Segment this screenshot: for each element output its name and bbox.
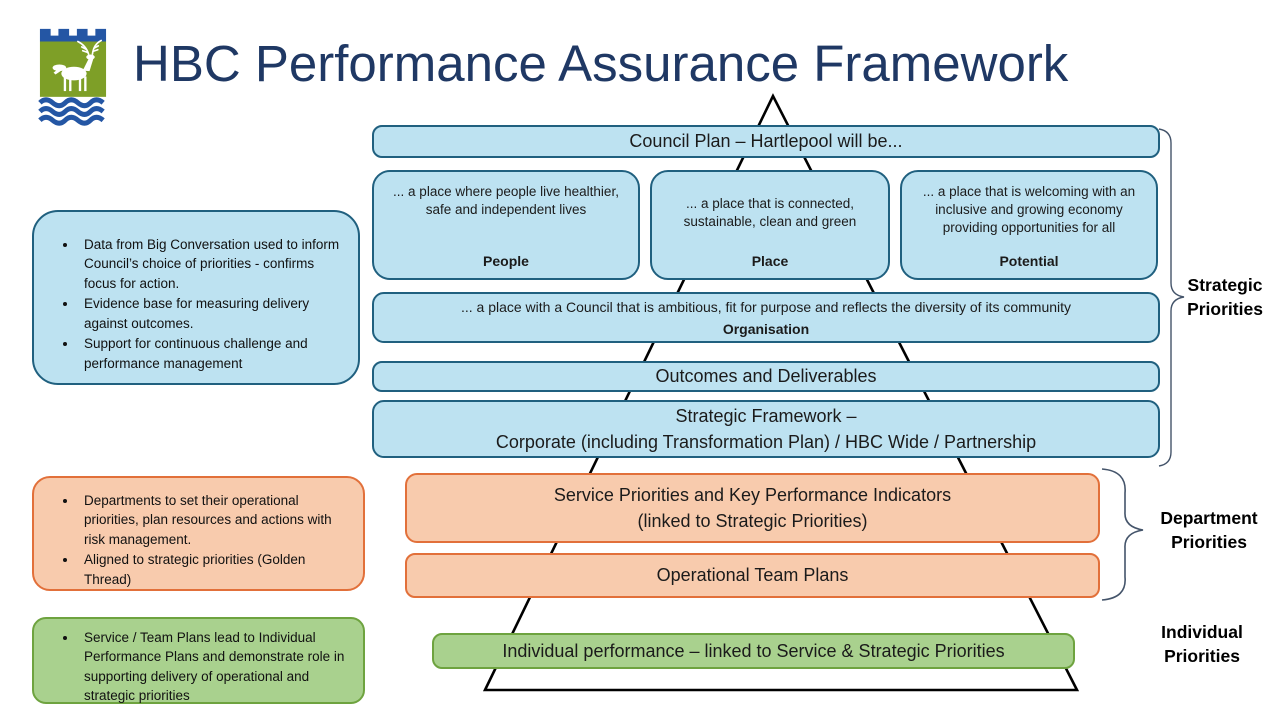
individual-performance-text: Individual performance – linked to Servi… xyxy=(502,640,1005,661)
service-priorities-line2: (linked to Strategic Priorities) xyxy=(637,511,868,531)
department-callout-bullet: Aligned to strategic priorities (Golden … xyxy=(78,550,347,589)
place-pillar-box: ... a place that is connected, sustainab… xyxy=(650,170,890,280)
council-plan-box: Council Plan – Hartlepool will be... xyxy=(372,125,1160,158)
strategic-framework-box: Strategic Framework – Corporate (includi… xyxy=(372,400,1160,458)
organisation-label: Organisation xyxy=(722,321,810,338)
department-priorities-label: Department Priorities xyxy=(1160,508,1258,552)
department-callout-list: Departments to set their operational pri… xyxy=(48,491,353,589)
crest-waves-icon xyxy=(38,96,107,126)
council-plan-text: Council Plan – Hartlepool will be... xyxy=(629,131,903,152)
organisation-text: ... a place with a Council that is ambit… xyxy=(460,298,1072,315)
strategic-callout: Data from Big Conversation used to infor… xyxy=(32,210,360,385)
strategic-priorities-label: Strategic Priorities xyxy=(1187,275,1263,319)
potential-pillar-text: ... a place that is welcoming with an in… xyxy=(922,184,1136,236)
strategic-callout-list: Data from Big Conversation used to infor… xyxy=(48,235,348,373)
strategic-callout-bullet: Evidence base for measuring delivery aga… xyxy=(78,294,342,333)
individual-callout-list: Service / Team Plans lead to Individual … xyxy=(48,628,355,706)
individual-priorities-label: Individual Priorities xyxy=(1161,622,1243,666)
people-pillar-box: ... a place where people live healthier,… xyxy=(372,170,640,280)
strategic-framework-line1: Strategic Framework – xyxy=(675,405,857,426)
department-callout-bullet: Departments to set their operational pri… xyxy=(78,491,347,549)
potential-pillar-box: ... a place that is welcoming with an in… xyxy=(900,170,1158,280)
place-pillar-text: ... a place that is connected, sustainab… xyxy=(683,196,857,230)
service-priorities-line1: Service Priorities and Key Performance I… xyxy=(553,484,952,505)
stag-icon xyxy=(52,39,103,92)
individual-performance-box: Individual performance – linked to Servi… xyxy=(432,633,1075,669)
strategic-brace-icon xyxy=(1158,128,1185,467)
people-pillar-text: ... a place where people live healthier,… xyxy=(393,184,619,218)
potential-pillar-label: Potential xyxy=(999,253,1059,269)
crest-battlement-icon xyxy=(39,28,107,42)
page-title: HBC Performance Assurance Framework xyxy=(133,35,1069,92)
people-pillar-label: People xyxy=(483,253,529,269)
service-priorities-box: Service Priorities and Key Performance I… xyxy=(405,473,1100,543)
place-pillar-label: Place xyxy=(751,253,789,269)
strategic-framework-line2: Corporate (including Transformation Plan… xyxy=(495,432,1037,452)
individual-callout-bullet: Service / Team Plans lead to Individual … xyxy=(78,628,349,706)
operational-team-plans-text: Operational Team Plans xyxy=(656,565,849,586)
outcomes-text: Outcomes and Deliverables xyxy=(655,366,877,387)
strategic-callout-bullet: Support for continuous challenge and per… xyxy=(78,334,342,373)
individual-callout: Service / Team Plans lead to Individual … xyxy=(32,617,365,704)
pyramid-triangle xyxy=(482,93,1080,692)
council-crest-logo xyxy=(38,27,108,126)
department-brace-icon xyxy=(1101,468,1144,601)
department-callout: Departments to set their operational pri… xyxy=(32,476,365,591)
outcomes-box: Outcomes and Deliverables xyxy=(372,361,1160,392)
strategic-callout-bullet: Data from Big Conversation used to infor… xyxy=(78,235,342,293)
operational-team-plans-box: Operational Team Plans xyxy=(405,553,1100,598)
organisation-box: ... a place with a Council that is ambit… xyxy=(372,292,1160,343)
